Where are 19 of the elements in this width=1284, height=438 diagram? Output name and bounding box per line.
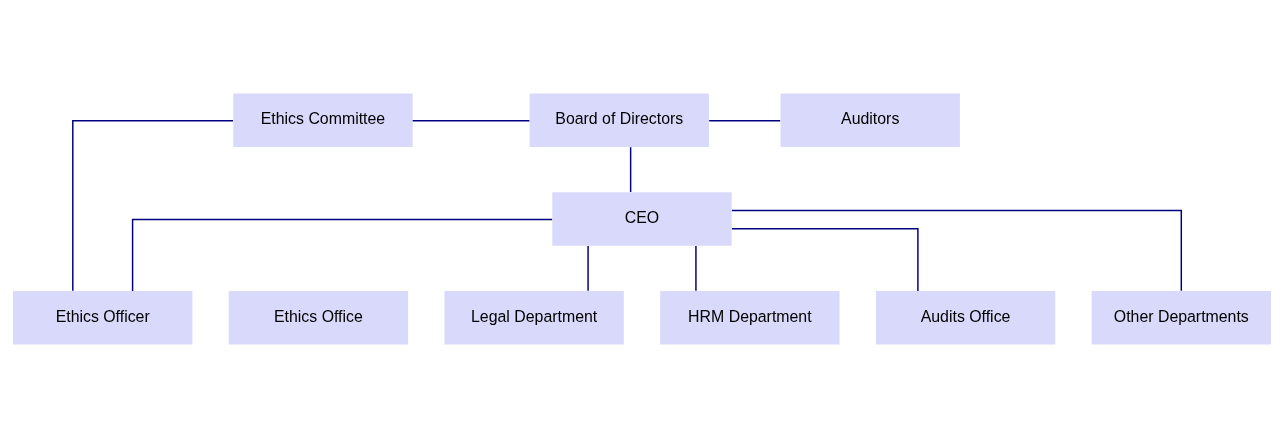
connector — [411, 120, 531, 122]
connector — [731, 227, 919, 292]
node-box: CEO — [552, 192, 732, 246]
connector — [131, 218, 553, 292]
node-box: Other Departments — [1091, 291, 1271, 345]
connector — [629, 146, 632, 193]
node-box: Ethics Officer — [13, 291, 193, 345]
connector — [731, 209, 1183, 292]
connector — [695, 245, 697, 292]
connector — [708, 120, 781, 122]
node-box: HRM Department — [660, 291, 840, 345]
node-box: Audits Office — [875, 291, 1056, 345]
node-box: Legal Department — [444, 291, 624, 345]
node-box: Board of Directors — [529, 93, 709, 147]
node-box: Auditors — [780, 93, 960, 147]
connector — [587, 245, 589, 292]
connector — [72, 120, 234, 292]
node-box: Ethics Committee — [233, 93, 413, 147]
node-box: Ethics Office — [228, 291, 409, 345]
